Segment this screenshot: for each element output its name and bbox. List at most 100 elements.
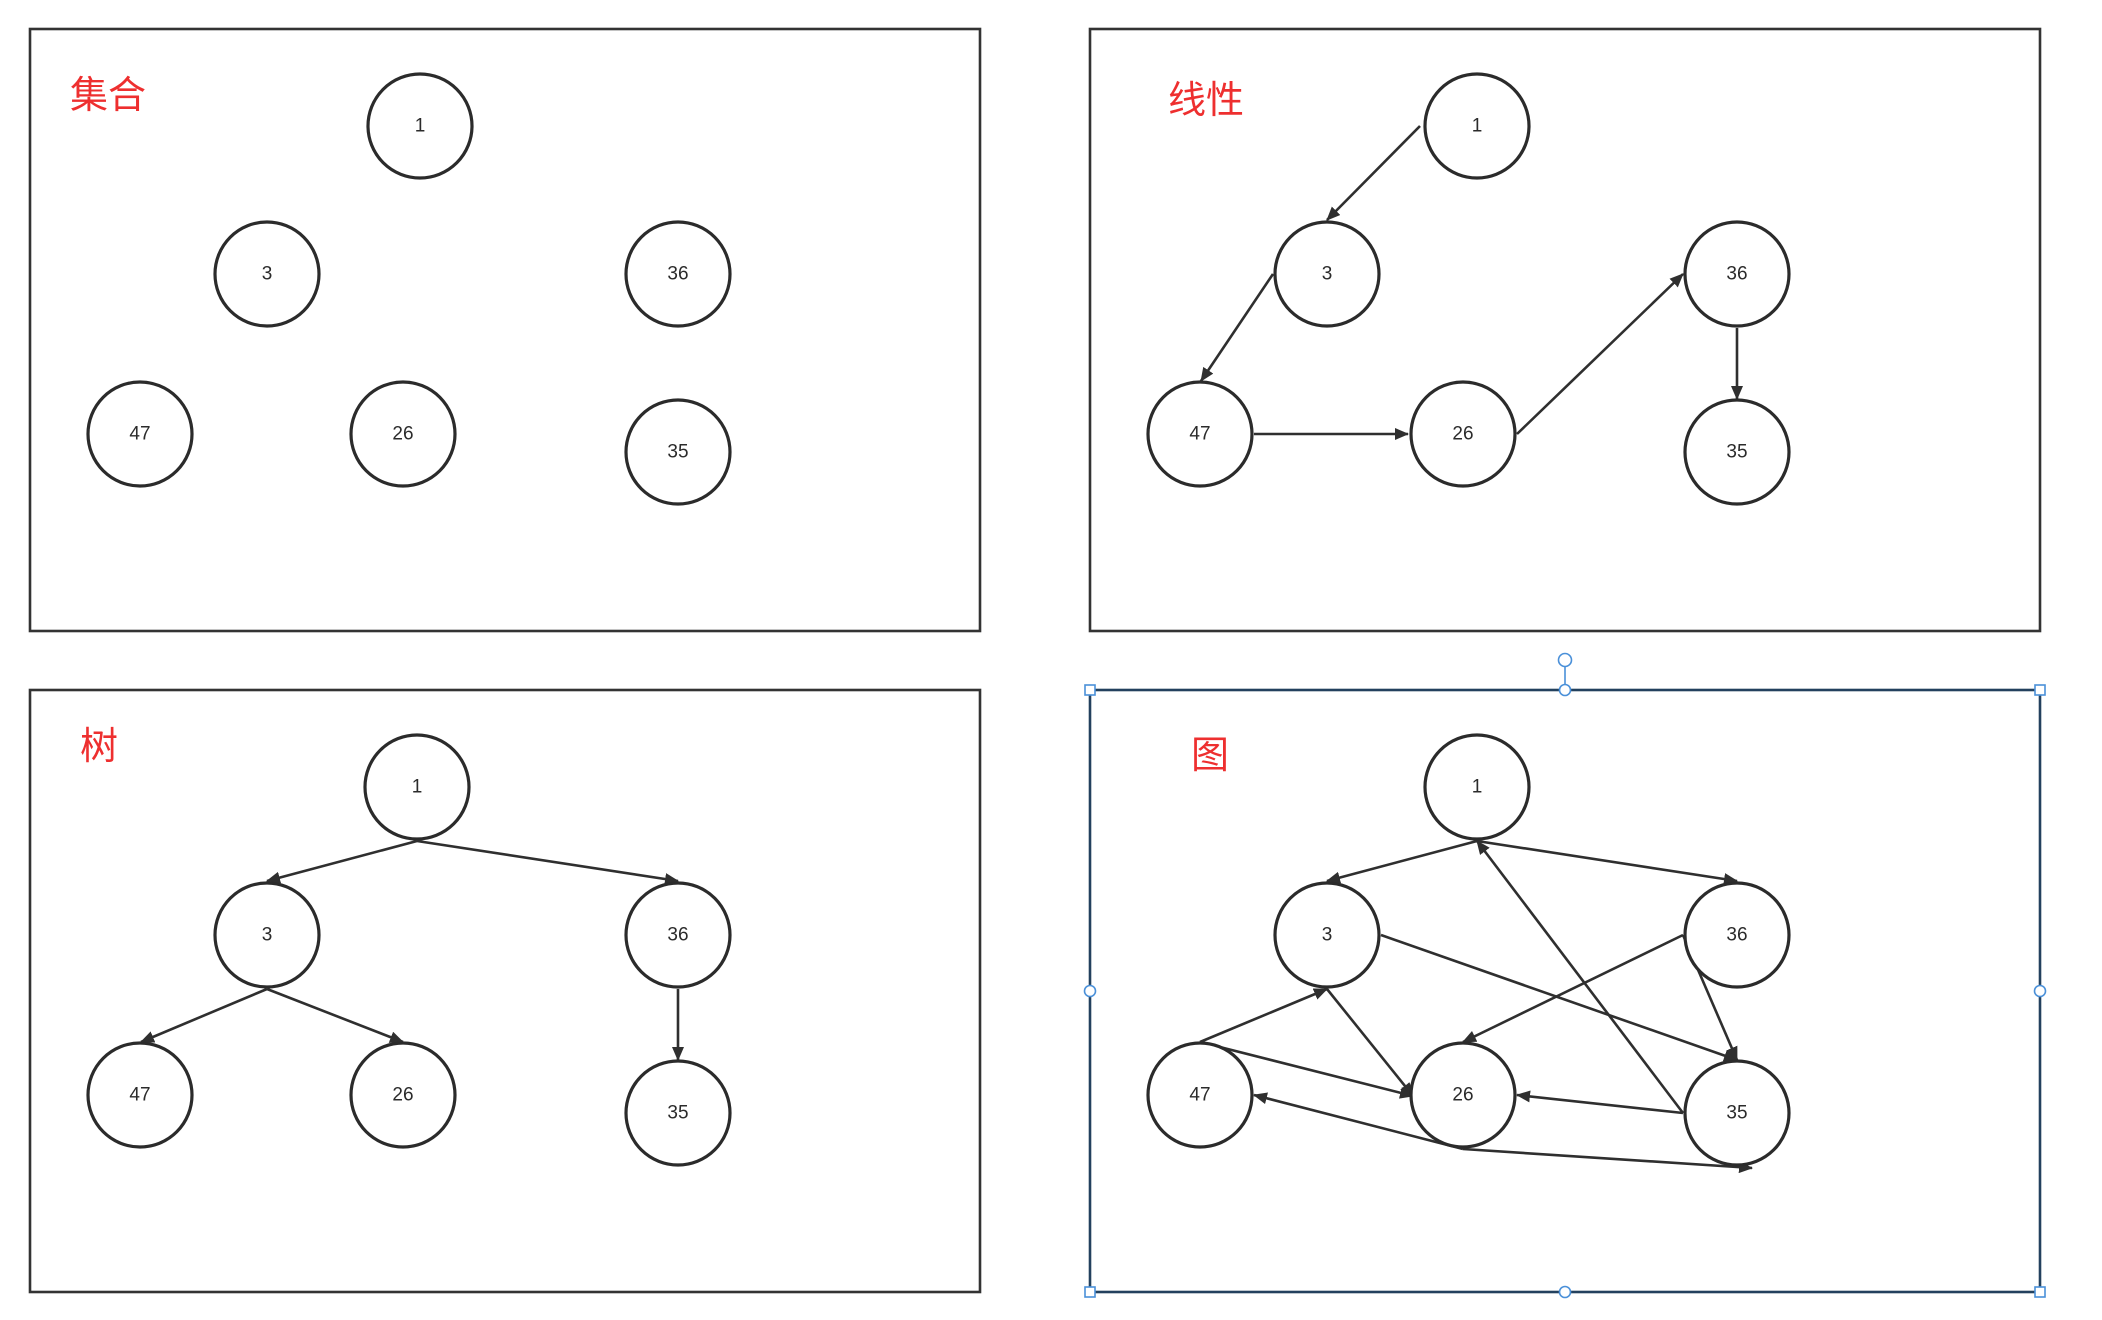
node-circle[interactable] [1146, 1041, 1254, 1149]
node-label: 3 [262, 925, 273, 946]
corner-resize-handle[interactable] [2034, 684, 2046, 696]
node-circle[interactable] [1146, 380, 1254, 488]
node-circle[interactable] [1273, 220, 1381, 328]
node-label: 26 [1452, 1085, 1473, 1106]
edge-3-to-47[interactable] [140, 987, 268, 1044]
node-label: 36 [667, 925, 688, 946]
edge-3-to-26[interactable] [1325, 988, 1415, 1097]
corner-resize-handle[interactable] [1084, 684, 1096, 696]
rotate-handle[interactable] [1557, 652, 1573, 668]
node-circle[interactable] [86, 1041, 194, 1149]
node-35[interactable]: 35 [624, 1059, 732, 1167]
edge-47-to-3[interactable] [1199, 987, 1328, 1044]
node-1[interactable]: 1 [366, 72, 474, 180]
node-label: 3 [262, 264, 273, 285]
node-26[interactable]: 26 [349, 380, 457, 488]
node-35[interactable]: 35 [1683, 398, 1791, 506]
node-circle[interactable] [1683, 881, 1791, 989]
node-3[interactable]: 3 [213, 220, 321, 328]
node-circle[interactable] [86, 380, 194, 488]
panel-title: 线性 [1168, 78, 1244, 122]
node-3[interactable]: 3 [1273, 220, 1381, 328]
edge-1-to-3[interactable] [1326, 839, 1478, 884]
selection-handles[interactable] [1083, 652, 2047, 1299]
panel-frame[interactable] [28, 27, 982, 633]
node-circle[interactable] [1683, 1059, 1791, 1167]
node-label: 47 [129, 1085, 150, 1106]
node-label: 47 [129, 424, 150, 445]
panel-linear[interactable]: 线性 1 3 36 47 26 35 [1088, 27, 2042, 633]
edge-35-to-26[interactable] [1516, 1090, 1684, 1115]
edge-resize-handle[interactable] [2033, 984, 2047, 998]
edge-35-to-1[interactable] [1475, 840, 1685, 1114]
node-circle[interactable] [366, 72, 474, 180]
edge-36-to-26[interactable] [1462, 933, 1684, 1044]
node-circle[interactable] [624, 398, 732, 506]
edge-resize-handle[interactable] [1558, 683, 1572, 697]
edge-47-to-26[interactable] [1199, 1040, 1414, 1099]
corner-resize-handle[interactable] [1084, 1286, 1096, 1298]
node-3[interactable]: 3 [213, 881, 321, 989]
node-36[interactable]: 36 [624, 881, 732, 989]
node-circle[interactable] [213, 881, 321, 989]
node-label: 35 [1726, 442, 1747, 463]
node-26[interactable]: 26 [349, 1041, 457, 1149]
edge-26-to-35[interactable] [1462, 1147, 1753, 1174]
edge-group [1199, 125, 1743, 440]
node-36[interactable]: 36 [624, 220, 732, 328]
node-label: 3 [1322, 264, 1333, 285]
node-circle[interactable] [1683, 398, 1791, 506]
node-47[interactable]: 47 [86, 380, 194, 488]
edge-1-to-3[interactable] [1326, 125, 1421, 221]
node-label: 1 [415, 116, 426, 137]
node-1[interactable]: 1 [1423, 72, 1531, 180]
node-26[interactable]: 26 [1409, 1041, 1517, 1149]
node-47[interactable]: 47 [86, 1041, 194, 1149]
node-circle[interactable] [363, 733, 471, 841]
node-circle[interactable] [624, 881, 732, 989]
node-1[interactable]: 1 [1423, 733, 1531, 841]
edge-1-to-36[interactable] [416, 839, 679, 885]
node-circle[interactable] [1423, 72, 1531, 180]
panel-frame[interactable] [1088, 27, 2042, 633]
edge-1-to-36[interactable] [1476, 839, 1738, 885]
edge-35-to-47[interactable] [1253, 1092, 1464, 1151]
node-36[interactable]: 36 [1683, 220, 1791, 328]
corner-resize-handle[interactable] [2034, 1286, 2046, 1298]
node-47[interactable]: 47 [1146, 380, 1254, 488]
edge-resize-handle[interactable] [1083, 984, 1097, 998]
node-35[interactable]: 35 [1683, 1059, 1791, 1167]
node-circle[interactable] [624, 1059, 732, 1167]
panel-frame[interactable] [28, 688, 982, 1294]
node-circle[interactable] [1683, 220, 1791, 328]
node-47[interactable]: 47 [1146, 1041, 1254, 1149]
node-1[interactable]: 1 [363, 733, 471, 841]
node-label: 3 [1322, 925, 1333, 946]
node-label: 36 [1726, 264, 1747, 285]
node-circle[interactable] [1423, 733, 1531, 841]
node-circle[interactable] [1409, 380, 1517, 488]
edge-26-to-36[interactable] [1516, 273, 1684, 435]
node-35[interactable]: 35 [624, 398, 732, 506]
node-label: 1 [1472, 116, 1483, 137]
edge-group [140, 839, 684, 1061]
node-3[interactable]: 3 [1273, 881, 1381, 989]
node-circle[interactable] [349, 380, 457, 488]
node-circle[interactable] [1409, 1041, 1517, 1149]
edge-3-to-35[interactable] [1380, 933, 1738, 1062]
edge-resize-handle[interactable] [1558, 1285, 1572, 1299]
node-circle[interactable] [349, 1041, 457, 1149]
node-26[interactable]: 26 [1409, 380, 1517, 488]
edge-3-to-26[interactable] [266, 987, 404, 1044]
node-36[interactable]: 36 [1683, 881, 1791, 989]
edge-1-to-3[interactable] [266, 839, 418, 884]
node-circle[interactable] [1273, 881, 1381, 989]
node-label: 47 [1189, 1085, 1210, 1106]
edge-3-to-47[interactable] [1199, 273, 1275, 382]
node-circle[interactable] [213, 220, 321, 328]
node-circle[interactable] [624, 220, 732, 328]
